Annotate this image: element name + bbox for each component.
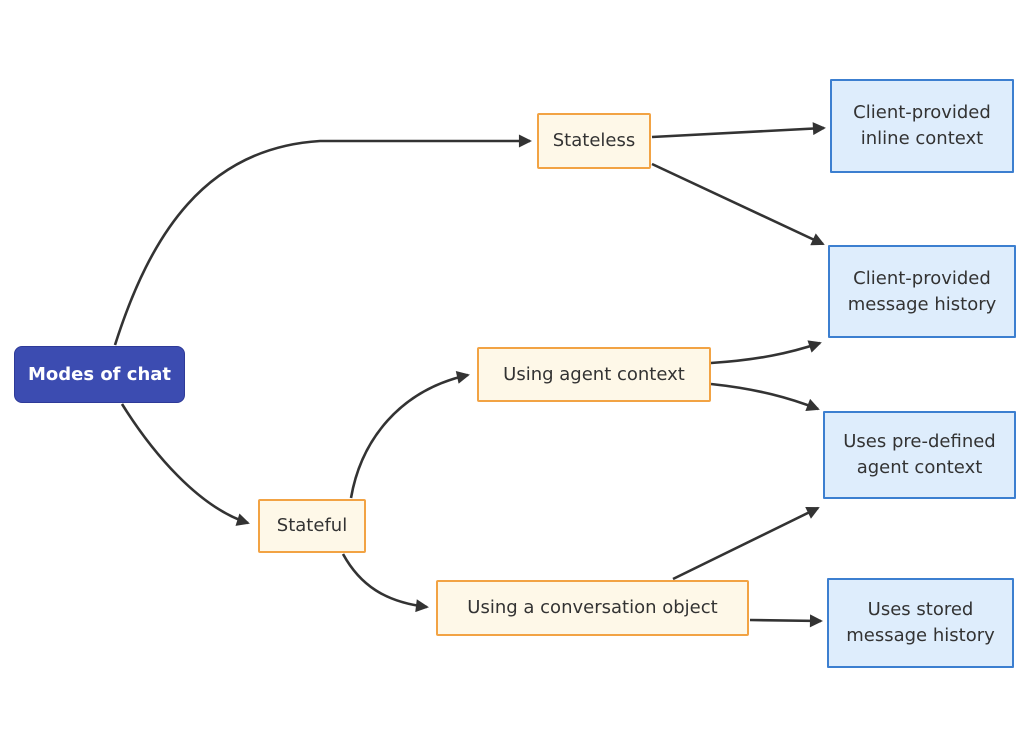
node-label-client-provided-message-history: Client-provided message history [847,267,997,315]
node-label-modes-of-chat: Modes of chat [27,363,172,385]
node-client-provided-inline-context: Client-provided inline context [830,79,1014,173]
node-label-using-a-conversation-object: Using a conversation object [467,597,718,618]
node-stateless: Stateless [537,113,651,169]
node-label-using-agent-context: Using agent context [503,363,685,385]
edge-stateless-to-client-provided-message-history [651,162,825,246]
node-uses-stored-message-history: Uses stored message history [827,578,1014,668]
edge-stateful-to-using-agent-context [349,371,470,499]
node-using-agent-context: Using agent context [477,347,711,402]
edge-using-a-conversation-object-to-uses-pre-defined-agent-context [672,506,820,581]
node-client-provided-message-history: Client-provided message history [828,245,1016,338]
edge-stateful-to-using-a-conversation-object [341,553,429,613]
node-label-client-provided-inline-context: Client-provided inline context [853,102,991,149]
node-label-stateless: Stateless [552,130,636,151]
edge-stateless-to-client-provided-inline-context [651,122,826,139]
node-label-stateful: Stateful [276,515,348,536]
node-stateful: Stateful [258,499,366,553]
edge-using-agent-context-to-uses-pre-defined-agent-context [710,382,820,412]
node-using-a-conversation-object: Using a conversation object [436,580,749,636]
edge-using-agent-context-to-client-provided-message-history [710,340,822,365]
edge-modes-of-chat-to-stateful [120,403,250,526]
node-modes-of-chat: Modes of chat [14,346,185,403]
edge-modes-of-chat-to-stateless [113,134,532,346]
node-label-uses-pre-defined-agent-context: Uses pre-defined agent context [843,431,996,478]
edge-using-a-conversation-object-to-uses-stored-message-history [749,614,823,628]
node-label-uses-stored-message-history: Uses stored message history [846,599,995,646]
node-uses-pre-defined-agent-context: Uses pre-defined agent context [823,411,1016,499]
